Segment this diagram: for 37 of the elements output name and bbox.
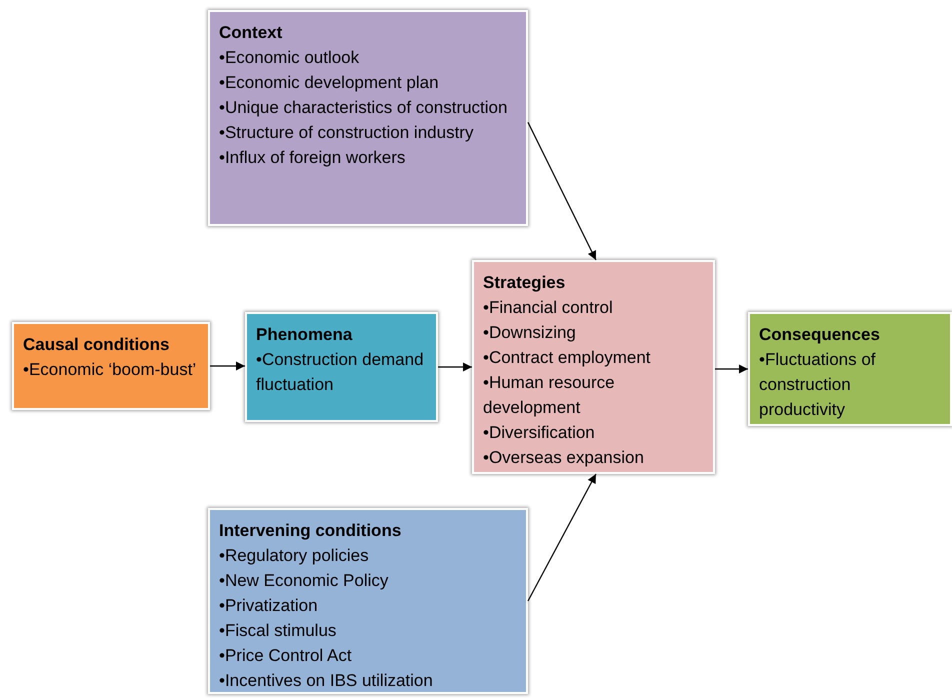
- bullet-item: •Downsizing: [483, 322, 577, 344]
- bullet-item: •Contract employment: [483, 347, 652, 369]
- arrow: [527, 122, 596, 260]
- bullet-item: •Human resource development: [483, 372, 616, 419]
- bullet-item: •Incentives on IBS utilization: [219, 670, 434, 692]
- bullet-item: •Overseas expansion: [483, 447, 645, 469]
- arrow: [527, 474, 596, 602]
- category-box: [245, 312, 438, 422]
- bullet-item: •Regulatory policies: [219, 545, 370, 567]
- bullet-item: •Fluctuations of construction productivity: [759, 349, 877, 421]
- category-box: [208, 508, 528, 694]
- category-box: [748, 312, 952, 426]
- bullet-item: •New Economic Policy: [219, 570, 390, 592]
- box-heading: Strategies: [483, 272, 566, 294]
- bullet-item: •Economic ‘boom-bust’: [23, 359, 198, 381]
- arrow: [438, 362, 472, 372]
- box-heading: Intervening conditions: [219, 520, 402, 542]
- bullet-item: •Economic development plan: [219, 72, 440, 94]
- bullet-item: •Unique characteristics of construction: [219, 97, 508, 119]
- box-heading: Context: [219, 22, 284, 44]
- category-box: [208, 10, 528, 226]
- bullet-item: •Financial control: [483, 297, 614, 319]
- bullet-item: •Construction demand fluctuation: [256, 349, 425, 396]
- bullet-item: •Fiscal stimulus: [219, 620, 338, 642]
- bullet-item: •Influx of foreign workers: [219, 147, 406, 169]
- box-heading: Causal conditions: [23, 334, 170, 356]
- bullet-item: •Price Control Act: [219, 645, 353, 667]
- bullet-item: •Diversification: [483, 422, 596, 444]
- bullet-item: •Structure of construction industry: [219, 122, 474, 144]
- box-heading: Phenomena: [256, 324, 354, 346]
- bullet-item: •Economic outlook: [219, 47, 360, 69]
- box-heading: Consequences: [759, 324, 881, 346]
- category-box: [472, 260, 715, 474]
- bullet-item: •Privatization: [219, 595, 319, 617]
- category-box: [12, 322, 210, 410]
- arrow: [715, 364, 748, 374]
- arrow: [210, 362, 245, 370]
